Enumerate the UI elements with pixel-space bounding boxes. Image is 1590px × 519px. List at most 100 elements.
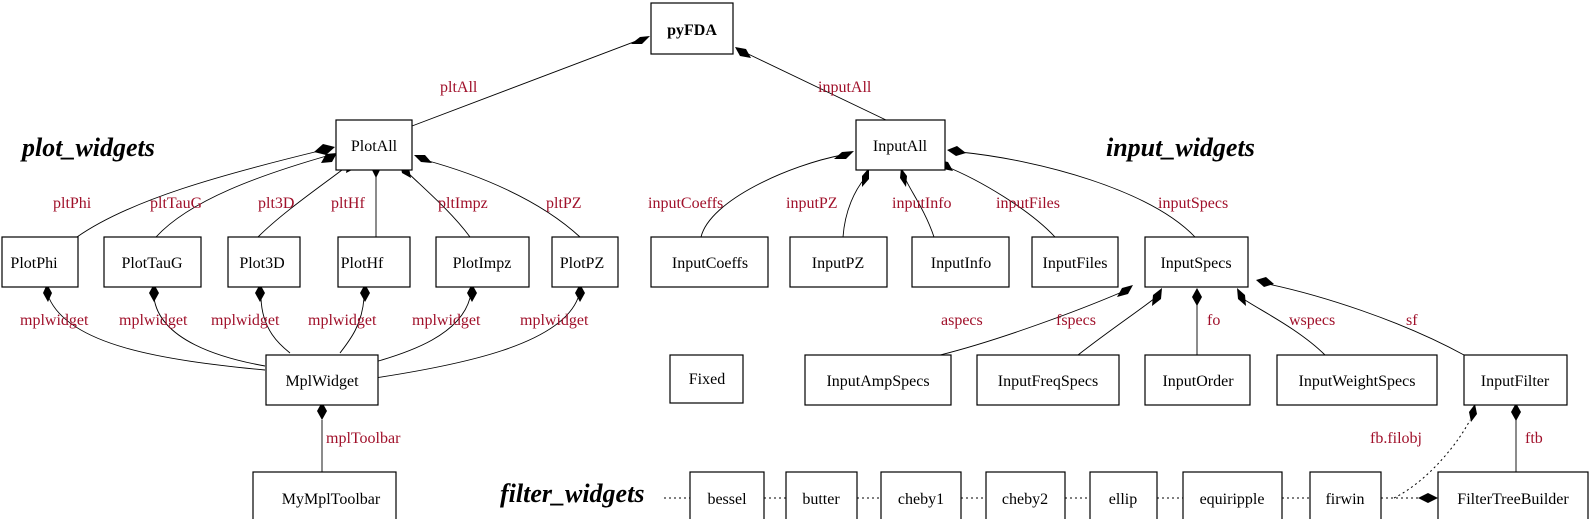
node-label: FilterTreeBuilder <box>1457 491 1569 508</box>
edge-inputall-inputpz: inputPZ <box>786 168 869 238</box>
edge-label: plt3D <box>258 195 294 212</box>
node-label: InputWeightSpecs <box>1299 373 1416 390</box>
node-label: InputFreqSpecs <box>998 373 1098 390</box>
node-plot3d[interactable]: Plot3D <box>227 236 301 288</box>
composition-diamond <box>631 36 650 44</box>
node-plotall[interactable]: PlotAll <box>335 119 413 171</box>
node-inputweightspecs[interactable]: InputWeightSpecs <box>1276 354 1438 406</box>
edge-plotall-plotimpz: pltImpz <box>400 163 488 238</box>
composition-diamond <box>360 284 370 302</box>
node-label: PlotHf <box>341 255 384 272</box>
node-inputorder[interactable]: InputOrder <box>1144 354 1251 406</box>
node-plotpz[interactable]: PlotPZ <box>551 236 619 288</box>
node-inputcoeffs[interactable]: InputCoeffs <box>650 236 769 288</box>
node-label: PlotTauG <box>121 255 183 272</box>
node-label: InputPZ <box>812 255 864 272</box>
node-label: MyMplToolbar <box>282 491 381 508</box>
edge-label: mplwidget <box>308 312 377 329</box>
edge-plothf-mplwidget: mplwidget <box>308 284 377 354</box>
node-cheby2[interactable]: cheby2 <box>985 471 1066 519</box>
composition-diamond <box>1469 404 1477 422</box>
node-inputampspecs[interactable]: InputAmpSpecs <box>804 354 952 406</box>
node-bessel[interactable]: bessel <box>689 471 765 519</box>
group-title-input-widgets: input_widgets <box>1106 133 1255 162</box>
node-butter[interactable]: butter <box>785 471 858 519</box>
edge-label: mplwidget <box>211 312 280 329</box>
group-title-plot-widgets: plot_widgets <box>20 133 155 162</box>
node-label: PlotPZ <box>560 255 604 272</box>
composition-diamond <box>947 146 966 156</box>
edge-inputspecs-inputfilter: sf <box>1256 277 1465 356</box>
node-equiripple[interactable]: equiripple <box>1182 471 1283 519</box>
composition-diamond <box>321 153 337 163</box>
edge-label: pltPhi <box>53 195 92 212</box>
node-label: PlotAll <box>351 138 398 155</box>
edge-plotpz-mplwidget: mplwidget <box>374 284 589 379</box>
node-label: bessel <box>707 491 747 508</box>
edge-label: fo <box>1207 312 1220 329</box>
edge-label: pltTauG <box>150 195 203 212</box>
node-inputpz[interactable]: InputPZ <box>789 236 888 288</box>
node-label: cheby1 <box>898 491 944 508</box>
node-plottaug[interactable]: PlotTauG <box>103 236 202 288</box>
node-inputinfo[interactable]: InputInfo <box>911 236 1010 288</box>
edge-pyfda-plotall: pltAll <box>411 36 650 127</box>
node-plotphi[interactable]: PlotPhi <box>1 236 79 288</box>
node-inputfilter[interactable]: InputFilter <box>1463 354 1568 406</box>
edge-inputfilter-filtertreebuilder: ftb <box>1511 403 1543 475</box>
edge-label: pltPZ <box>546 195 582 212</box>
edge-label: pltAll <box>440 79 478 96</box>
edge-inputspecs-inputfreqspecs: fspecs <box>1056 288 1162 356</box>
node-mympltoolbar[interactable]: MyMplToolbar <box>252 471 397 519</box>
node-plotimpz[interactable]: PlotImpz <box>435 236 530 288</box>
edge-label: inputInfo <box>892 195 952 212</box>
node-filtertreebuilder[interactable]: FilterTreeBuilder <box>1437 471 1589 519</box>
node-inputfreqspecs[interactable]: InputFreqSpecs <box>976 354 1120 406</box>
edge-label: fb.filobj <box>1370 430 1422 447</box>
edge-inputall-inputspecs: inputSpecs <box>947 146 1228 238</box>
composition-diamond <box>1117 285 1133 297</box>
edge-plotall-plottaug: pltTauG <box>150 153 337 238</box>
node-pyfda[interactable]: pyFDA <box>650 2 734 55</box>
node-plothf[interactable]: PlotHf <box>337 236 411 288</box>
node-inputspecs[interactable]: InputSpecs <box>1144 236 1249 288</box>
composition-diamond <box>1418 493 1438 503</box>
edge-inputspecs-inputweightspecs: wspecs <box>1237 288 1335 356</box>
node-label: InputOrder <box>1162 373 1234 390</box>
node-cheby1[interactable]: cheby1 <box>880 471 962 519</box>
edge-label: inputSpecs <box>1158 195 1228 212</box>
edges-layer: pltAll inputAll pltPhi pltTauG plt3D pl <box>20 36 1543 503</box>
node-label: Fixed <box>689 371 725 388</box>
edge-plotall-plotpz: pltPZ <box>414 155 582 238</box>
node-label: firwin <box>1325 491 1364 508</box>
edge-label: mplwidget <box>412 312 481 329</box>
node-inputfiles[interactable]: InputFiles <box>1031 236 1119 288</box>
node-ellip[interactable]: ellip <box>1089 471 1158 519</box>
edge-firwin-inputfilter: fb.filobj <box>1370 404 1477 499</box>
edge-pyfda-inputall: inputAll <box>735 47 887 121</box>
edge-label: pltImpz <box>438 195 488 212</box>
node-label: InputSpecs <box>1160 255 1231 272</box>
composition-diamond <box>43 284 52 302</box>
composition-diamond <box>467 284 477 302</box>
composition-diamond <box>1511 403 1521 421</box>
node-mplwidget[interactable]: MplWidget <box>265 354 379 406</box>
composition-diamond <box>314 144 335 155</box>
node-fixed[interactable]: Fixed <box>669 354 744 404</box>
edge-label: mplwidget <box>520 312 589 329</box>
composition-diamond <box>1237 288 1246 306</box>
edge-label: wspecs <box>1289 312 1335 329</box>
edge-label: inputFiles <box>996 195 1060 212</box>
node-label: butter <box>802 491 840 508</box>
composition-diamond <box>317 402 327 420</box>
composition-diamond <box>1256 277 1274 287</box>
node-inputall[interactable]: InputAll <box>855 119 946 171</box>
edge-plot3d-mplwidget: mplwidget <box>211 284 291 354</box>
node-label: InputInfo <box>931 255 991 272</box>
node-label: InputCoeffs <box>672 255 748 272</box>
node-firwin[interactable]: firwin <box>1309 471 1382 519</box>
node-label: PlotPhi <box>10 255 58 272</box>
composition-diamond <box>900 168 907 187</box>
